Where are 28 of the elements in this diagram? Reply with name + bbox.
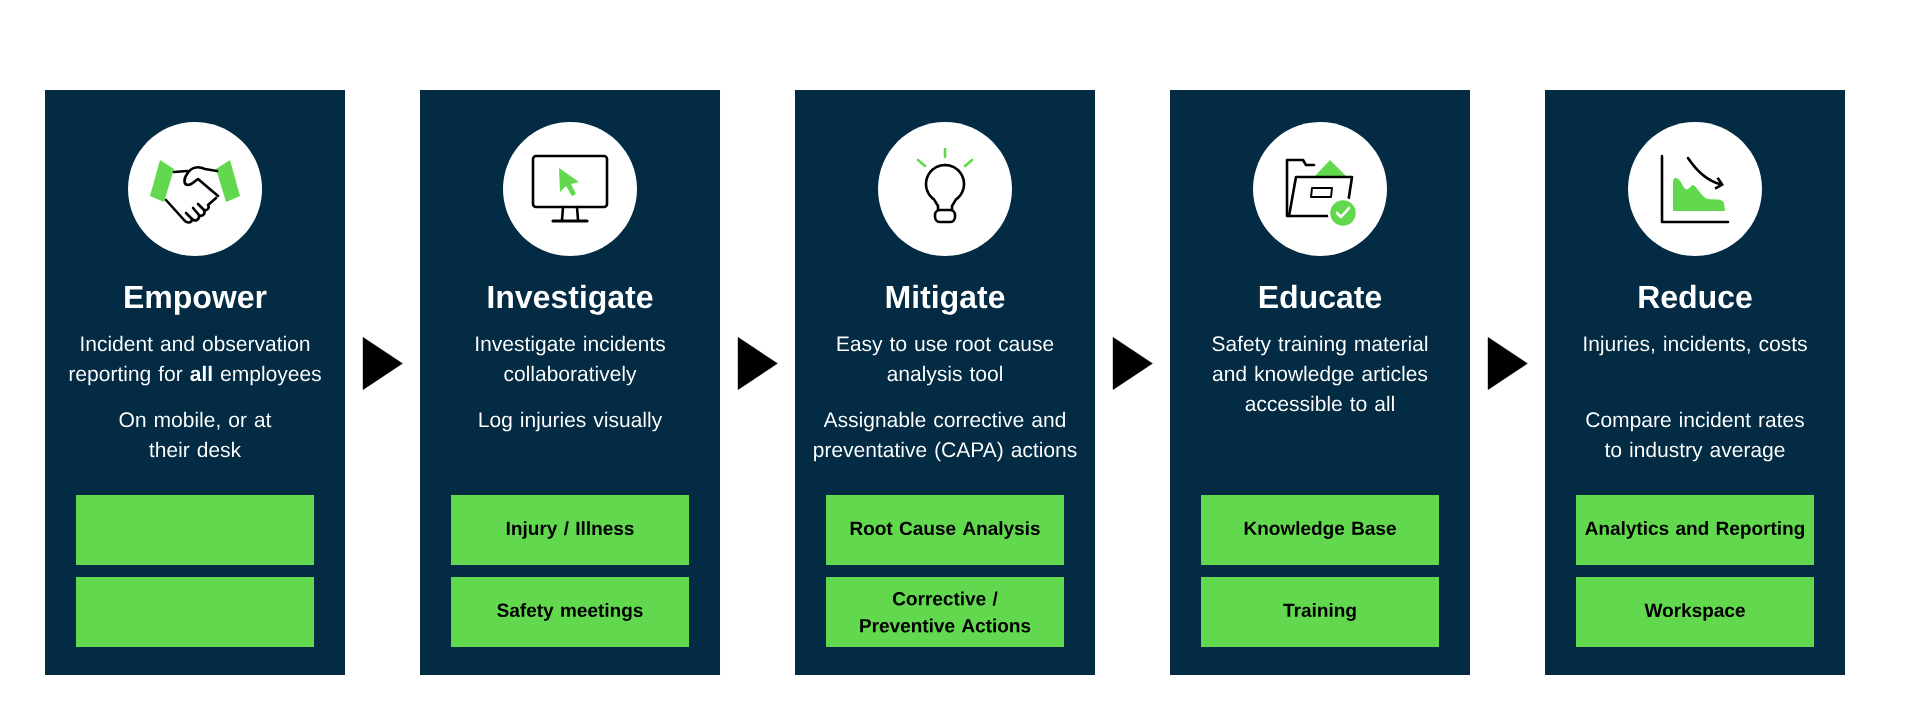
feature-box: Knowledge Base [1201,495,1439,565]
feature-box: Training [1201,577,1439,647]
step-description: Investigate incidents collaboratively [476,335,665,386]
feature-box: Safety meetings [451,577,689,647]
step-description: Log injuries visually [479,411,663,432]
feature-box: Root Cause Analysis [826,495,1064,565]
step-description: Easy to use root cause analysis tool [837,336,1054,386]
arrow [1112,337,1153,390]
feature-box [76,495,314,565]
step-title: Educate [1259,284,1382,309]
feature-box: Workspace [1576,577,1814,647]
step-description: Assignable corrective and preventative (CAPA) actions [814,411,1077,462]
step-description: Injuries, incidents, costs [1584,335,1807,356]
step-title: Mitigate [886,284,1005,315]
feature-box [76,577,314,647]
step-title: Empower [125,286,267,315]
step-title: Investigate [488,284,653,315]
step-title: Reduce [1639,284,1752,309]
arrow [362,337,403,390]
step-description: Compare incident rates to industry average [1586,411,1804,462]
step-description: Safety training material and knowledge articles accessible to all [1212,335,1428,412]
step-description: On mobile, or at their desk [119,411,272,458]
feature-box: Corrective / Preventive Actions [826,577,1064,647]
step-description: Incident and observation reporting for all employees [69,335,321,386]
feature-box: Injury / Illness [451,495,689,565]
feature-box: Analytics and Reporting [1576,495,1814,565]
arrow [737,337,778,390]
arrow [1487,337,1528,390]
